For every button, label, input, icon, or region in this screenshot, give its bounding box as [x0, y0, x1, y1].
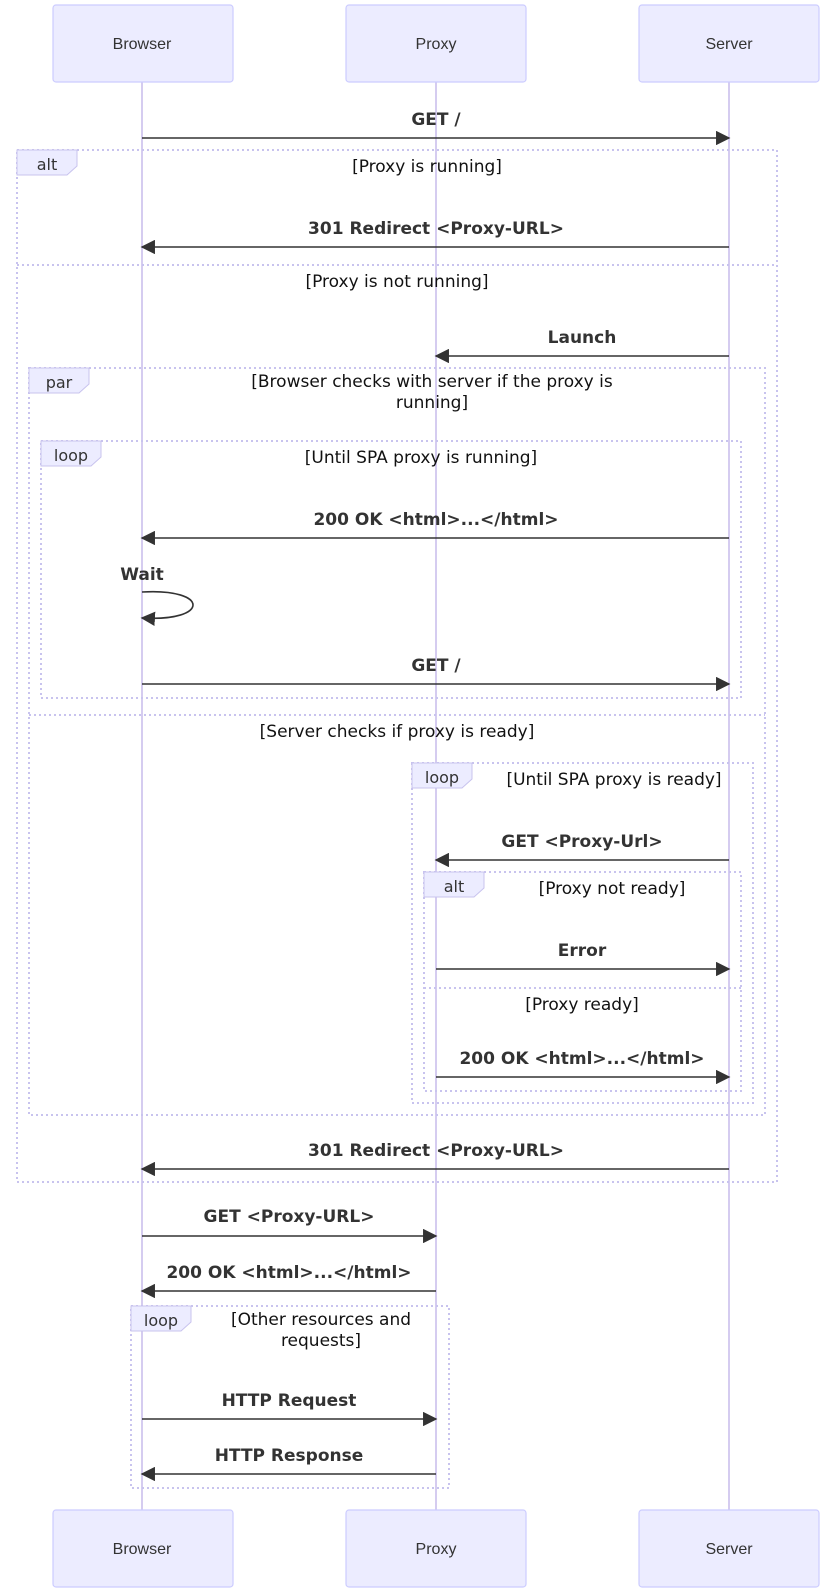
message-label: 301 Redirect <Proxy-URL>: [308, 219, 564, 239]
actor-label: Browser: [113, 1541, 172, 1558]
frame-loop-spa-ready: loop [Until SPA proxy is ready]: [411, 762, 754, 1104]
frame-condition: [Until SPA proxy is ready]: [506, 770, 721, 790]
frame-condition: [Server checks if proxy is ready]: [260, 722, 535, 742]
message-200-ok: 200 OK <html>...</html>: [140, 510, 729, 546]
actor-label: Proxy: [416, 36, 457, 53]
message-label: Launch: [548, 328, 617, 348]
message-proxy-html: 200 OK <html>...</html>: [140, 1263, 436, 1299]
actor-proxy-top: Proxy: [345, 4, 527, 83]
actor-server-bottom: Server: [638, 1509, 820, 1588]
message-http-response: HTTP Response: [140, 1446, 436, 1482]
message-label: GET <Proxy-Url>: [501, 832, 662, 852]
actor-browser-top: Browser: [52, 4, 234, 83]
actor-server-top: Server: [638, 4, 820, 83]
frame-condition: [Until SPA proxy is running]: [305, 448, 537, 468]
frame-keyword: par: [46, 373, 73, 392]
frame-alt-proxy-ready: alt [Proxy not ready] [Proxy ready]: [423, 871, 742, 1092]
message-label: Error: [558, 941, 607, 961]
message-label: GET /: [411, 656, 461, 676]
message-label: Wait: [120, 565, 164, 585]
message-error: Error: [436, 941, 731, 977]
frame-condition: [Proxy is not running]: [305, 272, 488, 292]
frame-condition: [Proxy ready]: [525, 995, 639, 1015]
frame-alt-proxy-running: alt [Proxy is running] [Proxy is not run…: [16, 149, 778, 1183]
message-label: HTTP Response: [215, 1446, 364, 1466]
actor-label: Browser: [113, 36, 172, 53]
message-label: 200 OK <html>...</html>: [459, 1049, 704, 1069]
message-proxy-200-ok: 200 OK <html>...</html>: [436, 1049, 731, 1085]
message-http-request: HTTP Request: [142, 1391, 438, 1427]
actor-label: Server: [705, 1541, 753, 1558]
frame-keyword: loop: [144, 1311, 178, 1330]
actor-browser-bottom: Browser: [52, 1509, 234, 1588]
message-get-proxy-url: GET <Proxy-Url>: [434, 832, 729, 868]
message-label: HTTP Request: [222, 1391, 357, 1411]
frame-par-checks: par [Browser checks with server if the p…: [28, 367, 766, 1116]
message-launch: Launch: [434, 328, 729, 364]
message-label: 301 Redirect <Proxy-URL>: [308, 1141, 564, 1161]
frame-condition: [Proxy not ready]: [539, 879, 686, 899]
message-label: 200 OK <html>...</html>: [313, 510, 558, 530]
frame-condition: [Other resources and requests]: [230, 1310, 412, 1351]
actor-label: Server: [705, 36, 753, 53]
actor-label: Proxy: [416, 1541, 457, 1558]
actor-proxy-bottom: Proxy: [345, 1509, 527, 1588]
message-browser-get-proxy: GET <Proxy-URL>: [142, 1207, 438, 1244]
message-redirect: 301 Redirect <Proxy-URL>: [140, 219, 729, 255]
frame-condition: [Browser checks with server if the proxy…: [251, 372, 613, 413]
frame-loop-other-resources: loop [Other resources and requests]: [130, 1305, 450, 1489]
message-get-root-retry: GET /: [142, 656, 731, 692]
frame-keyword: loop: [54, 446, 88, 465]
message-wait: Wait: [120, 565, 194, 626]
frame-condition: [Proxy is running]: [352, 157, 502, 177]
message-label: GET <Proxy-URL>: [204, 1207, 375, 1227]
message-label: GET /: [411, 110, 461, 130]
message-redirect-final: 301 Redirect <Proxy-URL>: [140, 1141, 729, 1177]
frame-loop-spa-running: loop [Until SPA proxy is running]: [40, 440, 742, 699]
frame-keyword: alt: [37, 155, 58, 174]
frame-keyword: alt: [444, 877, 465, 896]
message-get-root: GET /: [142, 110, 731, 146]
message-label: 200 OK <html>...</html>: [166, 1263, 411, 1283]
message-arrow: [140, 590, 194, 626]
frame-keyword: loop: [425, 768, 459, 787]
